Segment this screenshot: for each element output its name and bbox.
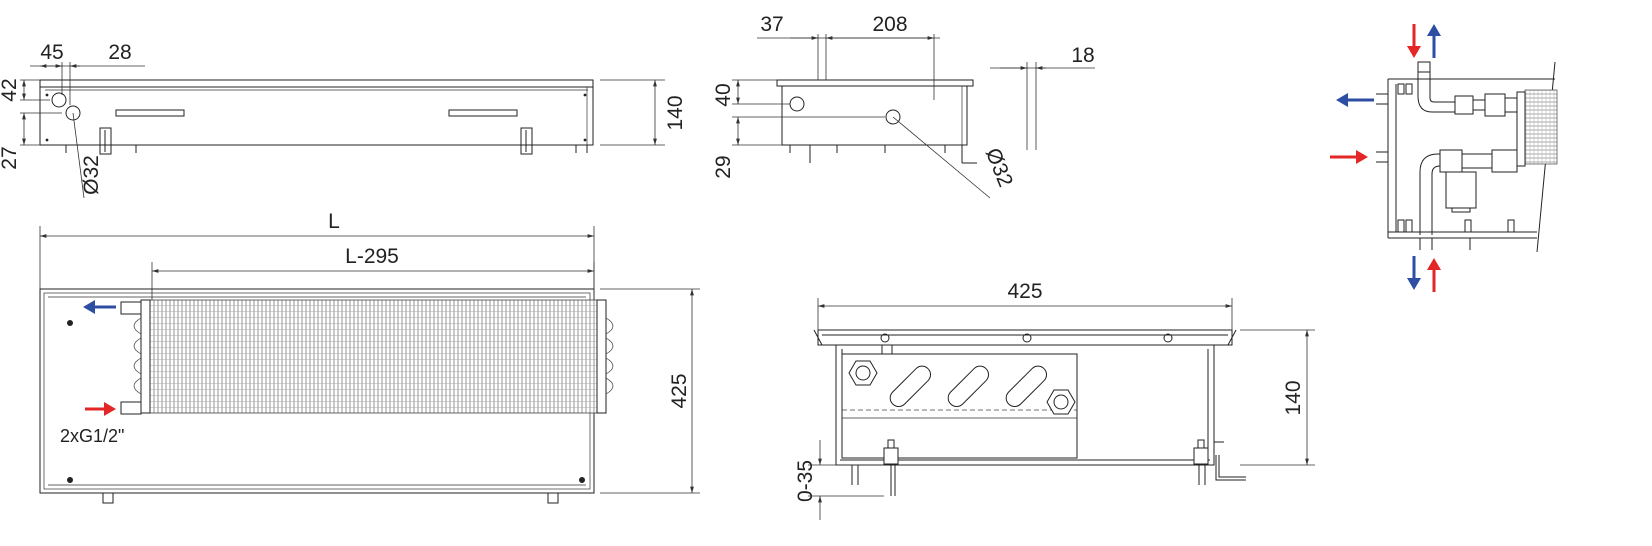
dim-42-label: 42 [0,78,21,101]
outlet-arrow-icon [83,300,95,314]
side-inlet-circle [885,109,901,125]
dim-27-label: 27 [0,146,21,169]
collector-left [140,299,151,414]
section-view: 425 140 0-35 [794,280,1315,520]
slot [448,109,518,117]
dim-140-label: 140 [664,95,687,130]
section-dim-140-label: 140 [1282,380,1305,415]
dim-18-label: 18 [1071,44,1094,67]
leg-left [851,439,899,496]
hot-arrow-icon [1427,258,1441,270]
inlet-arrow-icon [104,402,116,416]
dim-L295-label: L-295 [345,245,399,268]
slot [115,109,185,117]
foot-left [99,127,112,155]
connector-bottom [120,401,142,415]
hot-arrow-icon [1356,150,1368,164]
connector-top [120,301,142,315]
lower-pipe [1419,149,1518,235]
foot-right [520,127,533,155]
side-dim-diameter-label: Ø32 [981,145,1017,190]
leg-right [1193,439,1246,485]
connector-nut [1046,389,1076,415]
cold-arrow-icon [1336,93,1348,107]
cold-arrow-icon [1407,278,1421,290]
cold-arrow-icon [1427,24,1441,36]
upper-pipe [1417,61,1518,117]
dim-28-label: 28 [108,41,131,64]
heat-exchanger-section [1524,89,1558,165]
dim-37-label: 37 [760,13,783,36]
inlet-circle [65,105,81,121]
dim-L-label: L [328,210,340,233]
section-dim-425-label: 425 [1007,280,1042,303]
fin-ovals [889,365,1048,408]
flow-arrows [1330,24,1441,292]
top-frame [39,79,594,88]
side-top-frame [776,79,974,87]
collector [1516,91,1526,167]
connection-detail-view [1330,24,1558,292]
dim-40-label: 40 [712,83,735,106]
front-elevation-view: 45 28 42 27 140 Ø32 [0,41,687,199]
side-elevation-view: 37 208 18 40 29 Ø32 [712,13,1095,199]
dim-208-label: 208 [872,13,907,36]
dim-29-label: 29 [712,155,735,178]
plan-view: 2xG1/2" L L-295 425 [39,210,700,504]
heat-exchanger-grille [148,299,598,414]
hot-arrow-icon [1407,46,1421,58]
inlet-circle [51,92,67,108]
section-top-frame [817,329,1233,346]
connector-nut [848,360,878,386]
dim-45-label: 45 [40,41,63,64]
dim-425-label: 425 [668,373,691,408]
side-housing [781,85,968,146]
collector-right [596,299,607,414]
dim-0-35-label: 0-35 [794,460,817,502]
dim-diameter-label: Ø32 [80,155,103,195]
connection-label: 2xG1/2" [60,426,124,446]
